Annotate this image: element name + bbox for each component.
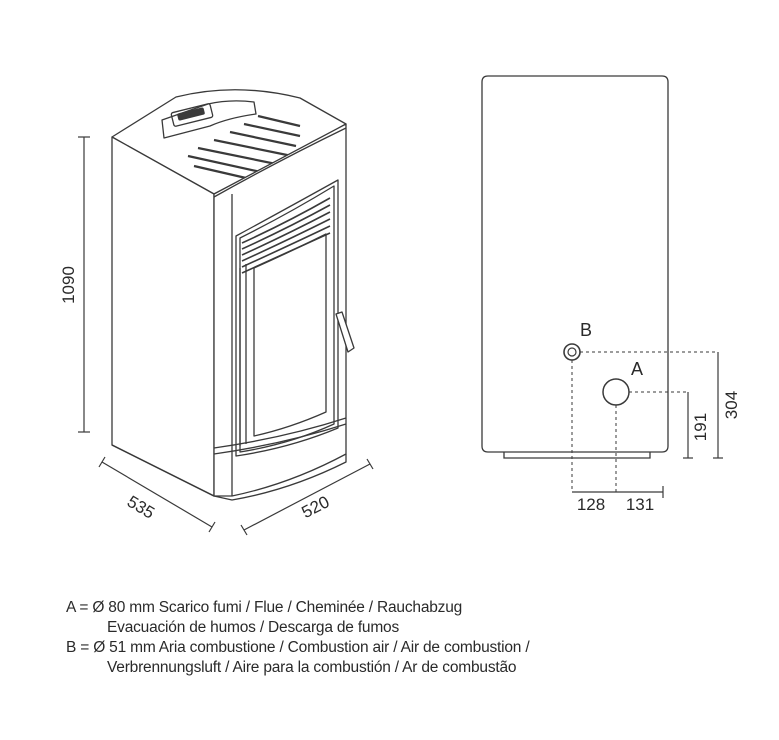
outlet-offset-dimensions <box>572 486 664 498</box>
outlet-a-label: A <box>631 359 643 379</box>
control-panel-icon <box>161 100 257 139</box>
depth-dimension-label: 535 <box>124 492 158 523</box>
outlet-a-offset-label: 131 <box>626 495 654 514</box>
stove-left-side <box>111 136 215 497</box>
outlet-height-dimensions <box>683 352 723 459</box>
depth-dimension-line <box>98 456 216 533</box>
width-dimension-line <box>240 458 374 536</box>
outlet-b-height-label: 304 <box>722 391 741 419</box>
front-top-edge <box>213 127 347 198</box>
legend-a-line1: A = Ø 80 mm Scarico fumi / Flue / Chemin… <box>66 599 463 616</box>
outlet-b-label: B <box>580 320 592 340</box>
legend-b-line1: B = Ø 51 mm Aria combustione / Combustio… <box>66 639 530 656</box>
outlet-reference-lines <box>571 351 718 492</box>
legend-a-line2: Evacuación de humos / Descarga de fumos <box>107 619 400 636</box>
stove-perspective-view <box>111 89 355 501</box>
outlet-b-offset-label: 128 <box>577 495 605 514</box>
door-handle-icon <box>335 311 355 353</box>
height-dimension-line <box>78 136 90 433</box>
outlet-a-icon <box>602 378 630 406</box>
stove-base <box>111 444 347 501</box>
door-glass <box>253 233 327 437</box>
rear-panel-outline <box>481 75 669 453</box>
width-dimension-label: 520 <box>299 492 333 522</box>
door-frame <box>239 185 335 453</box>
connection-legend: A = Ø 80 mm Scarico fumi / Flue / Chemin… <box>66 598 756 678</box>
outlet-a-height-label: 191 <box>691 413 710 441</box>
rear-panel-foot <box>503 452 651 459</box>
height-dimension-label: 1090 <box>59 266 78 304</box>
legend-b-line2: Verbrennungsluft / Aire para la combusti… <box>107 659 517 676</box>
outlet-b-icon <box>563 343 581 361</box>
stove-rear-view <box>481 75 669 459</box>
